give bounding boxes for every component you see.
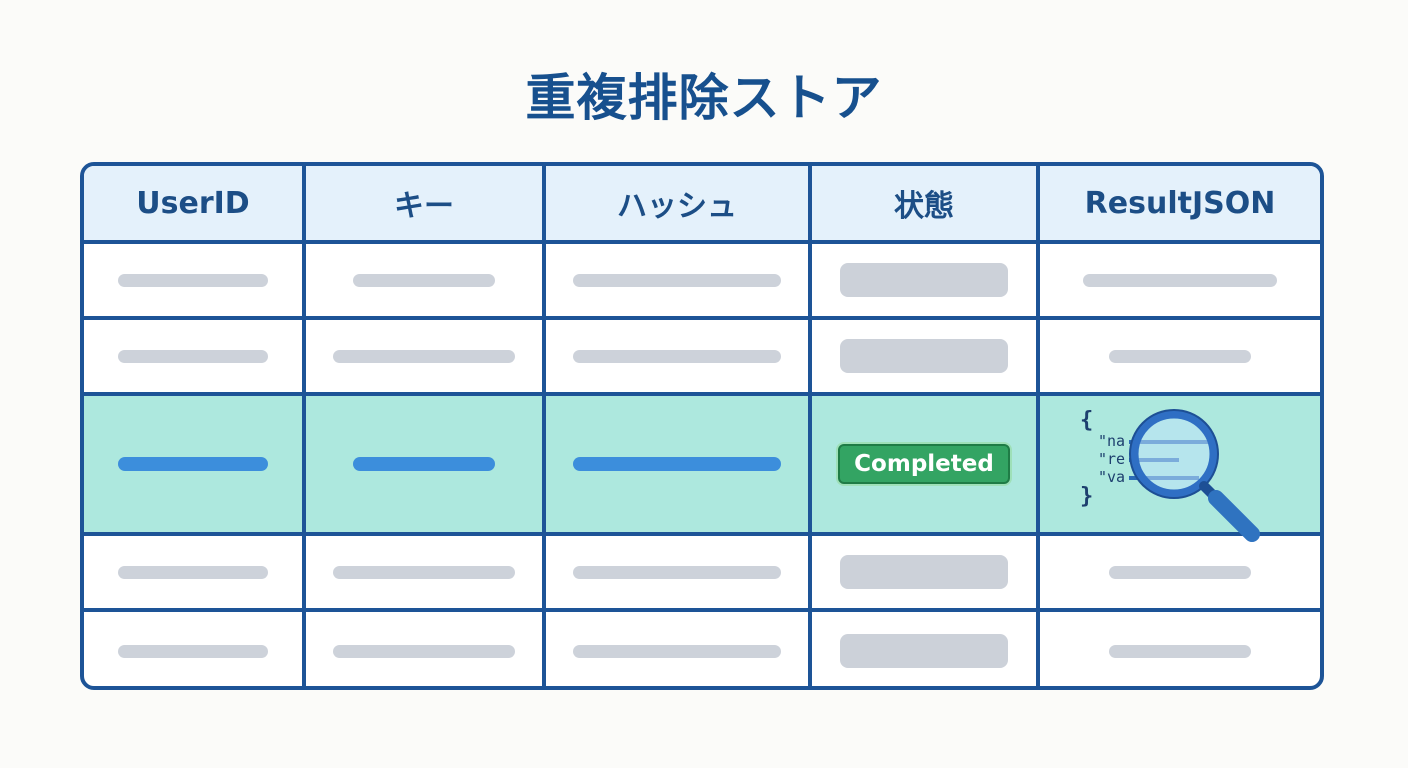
hash-cell (546, 320, 812, 392)
highlight-bar (353, 457, 495, 471)
placeholder-bar (1083, 273, 1277, 287)
key-cell (306, 612, 546, 686)
table-row (84, 320, 1320, 396)
table-header-row: UserID キー ハッシュ 状態 ResultJSON (84, 166, 1320, 244)
page-title: 重複排除ストア (525, 69, 883, 127)
placeholder-bar (333, 349, 515, 363)
placeholder-bar (353, 273, 495, 287)
resultjson-cell (1040, 244, 1320, 316)
resultjson-cell (1040, 320, 1320, 392)
status-placeholder (840, 634, 1008, 668)
status-cell (812, 612, 1040, 686)
column-header-key: キー (306, 166, 546, 240)
table-row (84, 536, 1320, 612)
placeholder-bar (1109, 349, 1251, 363)
column-header-resultjson: ResultJSON (1084, 185, 1276, 221)
userid-cell (84, 396, 306, 532)
status-placeholder (840, 339, 1008, 373)
placeholder-bar (573, 349, 781, 363)
table-row (84, 612, 1320, 686)
completed-status-badge: Completed (838, 444, 1010, 484)
column-header-hash: ハッシュ (546, 166, 812, 240)
dedupe-table: UserID キー ハッシュ 状態 ResultJSON Completed {… (80, 162, 1324, 690)
placeholder-bar (1109, 644, 1251, 658)
resultjson-cell (1040, 536, 1320, 608)
placeholder-bar (1109, 565, 1251, 579)
column-header-status: 状態 (812, 166, 1040, 240)
json-close-brace: } (1080, 484, 1094, 509)
highlighted-table-row: Completed { "na "re "va } (84, 396, 1320, 542)
placeholder-bar (333, 565, 515, 579)
placeholder-bar (573, 644, 781, 658)
placeholder-bar (573, 273, 781, 287)
status-placeholder (840, 555, 1008, 589)
key-cell (306, 536, 546, 608)
highlight-bar (118, 457, 268, 471)
hash-cell (546, 244, 812, 316)
column-header-userid: UserID (84, 166, 306, 240)
magnifier-icon (1129, 409, 1260, 542)
status-cell: Completed (812, 396, 1040, 532)
resultjson-cell: { "na "re "va } (1040, 396, 1320, 542)
placeholder-bar (118, 565, 268, 579)
placeholder-bar (573, 565, 781, 579)
userid-cell (84, 536, 306, 608)
placeholder-bar (118, 644, 268, 658)
placeholder-bar (118, 273, 268, 287)
hash-cell (546, 396, 812, 532)
resultjson-cell (1040, 612, 1320, 686)
highlight-bar (573, 457, 781, 471)
placeholder-bar (333, 644, 515, 658)
status-cell (812, 536, 1040, 608)
status-placeholder (840, 263, 1008, 297)
userid-cell (84, 612, 306, 686)
userid-cell (84, 244, 306, 316)
table-row (84, 244, 1320, 320)
key-cell (306, 320, 546, 392)
hash-cell (546, 612, 812, 686)
json-open-brace: { (1080, 408, 1094, 433)
placeholder-bar (118, 349, 268, 363)
hash-cell (546, 536, 812, 608)
key-cell (306, 396, 546, 532)
status-cell (812, 244, 1040, 316)
userid-cell (84, 320, 306, 392)
key-cell (306, 244, 546, 316)
status-cell (812, 320, 1040, 392)
